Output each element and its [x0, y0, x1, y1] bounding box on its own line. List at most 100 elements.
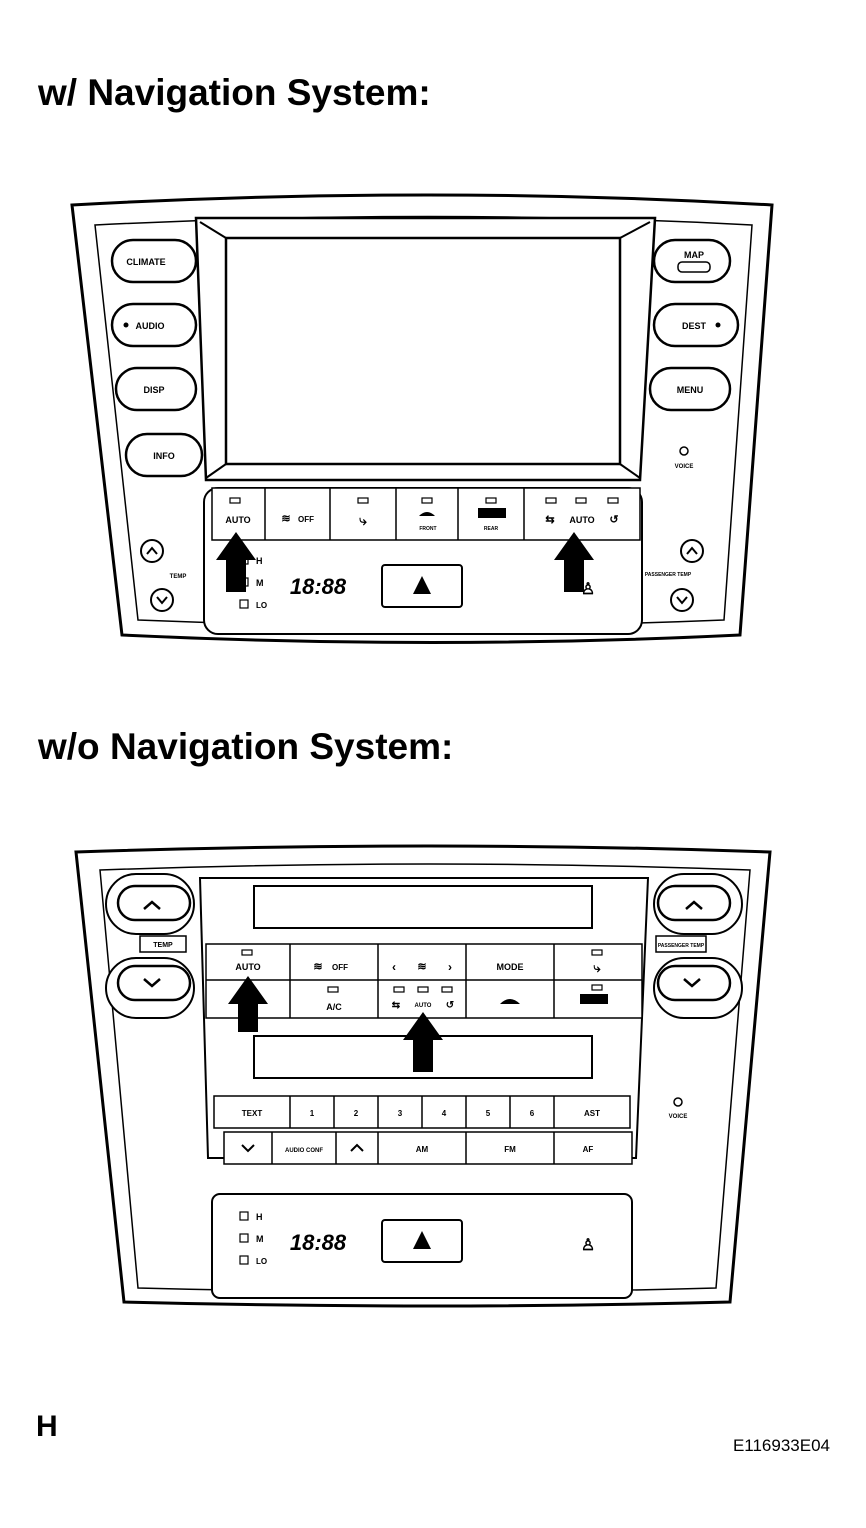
hazard-icon [413, 1231, 431, 1249]
audio-preset-button-5[interactable]: 5 [486, 1109, 491, 1118]
chevron-down-icon [143, 978, 161, 988]
label-temp-right: PASSENGER TEMP [658, 943, 705, 949]
nav-left-button-climate[interactable]: CLIMATE [110, 238, 198, 284]
label-mode: MODE [497, 962, 524, 972]
hazard-icon [413, 576, 431, 594]
fresh-air-icon: ⇆ [545, 514, 554, 526]
fan-icon: ≋ [281, 513, 290, 525]
audio-preset-button-3[interactable]: 3 [398, 1109, 403, 1118]
label-map: MAP [684, 250, 704, 260]
nav-left-button-disp[interactable]: DISP [114, 366, 198, 412]
nonav-temp-left[interactable]: TEMP [105, 873, 195, 1019]
nonav-clock-display: 18:88 [290, 1230, 347, 1255]
nav-left-button-audio[interactable]: AUDIO [110, 302, 198, 348]
label-af: AF [583, 1145, 594, 1154]
fan-icon: ≋ [417, 961, 426, 973]
chevron-up-icon [143, 900, 161, 910]
rear-defrost-icon [478, 508, 506, 518]
nonav-mode-button[interactable]: MODE [497, 962, 524, 972]
nav-recirculation-group[interactable]: ⇆ AUTO ↺ [545, 497, 619, 526]
fan-level-lo: LO [256, 601, 267, 610]
label-temp-left: TEMP [170, 574, 187, 580]
label-voice: VOICE [675, 464, 694, 470]
chevron-down-icon [156, 596, 168, 605]
fan-level-h: H [256, 556, 263, 566]
nonav-hazard-button[interactable] [381, 1219, 463, 1263]
diagram-without-navigation: TEMP PASSENGER TEMP AUTO ≋ OFF ‹ ≋ › MOD… [74, 844, 772, 1308]
audio-preset-button-4[interactable]: 4 [442, 1109, 447, 1118]
nonav-seek-up-button[interactable] [350, 1143, 364, 1152]
label-auto-right: AUTO [569, 515, 594, 525]
nonav-fan-speed-control[interactable]: ‹ ≋ › [392, 960, 452, 974]
front-defrost-icon [500, 999, 520, 1004]
nav-fan-off-button[interactable]: ≋ OFF [281, 513, 314, 525]
label-front: FRONT [419, 526, 436, 532]
label-voice: VOICE [669, 1114, 688, 1120]
label-temp-left: TEMP [153, 942, 173, 949]
label-auto-left: AUTO [225, 515, 250, 525]
audio-preset-button-2[interactable]: 2 [354, 1109, 359, 1118]
arrow-pointer-center [403, 1012, 443, 1072]
nonav-seek-down-button[interactable] [241, 1144, 255, 1153]
nav-voice-button[interactable]: VOICE [675, 446, 694, 470]
chevron-down-icon [241, 1144, 255, 1153]
nonav-intake-group[interactable]: ⇆ AUTO ↺ [392, 986, 454, 1011]
nav-front-defrost-button[interactable]: FRONT [419, 497, 437, 532]
corner-letter: H [36, 1410, 58, 1443]
nav-right-button-map[interactable]: MAP [652, 238, 732, 284]
nav-clock-display: 18:88 [290, 574, 347, 599]
nonav-auto-button[interactable]: AUTO [235, 949, 261, 972]
figure-code: E116933E04 [732, 1436, 830, 1455]
label-menu: MENU [677, 385, 704, 395]
nonav-front-defrost-button[interactable] [500, 999, 520, 1004]
nonav-seatbelt-icon: ♙ [581, 1237, 595, 1254]
seat-airflow-icon: ⤷ [593, 960, 601, 975]
nav-mode-button[interactable]: ⤷ [357, 497, 369, 528]
nonav-seat-airflow-button[interactable]: ⤷ [591, 949, 603, 975]
diagram-with-navigation: CLIMATE AUDIO DISP INFO MAP DEST MENU VO… [70, 193, 774, 644]
nav-hazard-button[interactable] [381, 564, 463, 608]
audio-preset-button-text[interactable]: TEXT [242, 1109, 263, 1118]
label-auto-intake: AUTO [415, 1003, 432, 1009]
nonav-fan-indicators: H M LO [239, 1211, 267, 1266]
nonav-af-button[interactable]: AF [583, 1145, 594, 1154]
label-dest: DEST [682, 321, 707, 331]
label-rear: REAR [484, 526, 499, 532]
chevron-up-icon [685, 900, 703, 910]
nonav-rear-defrost-button[interactable] [580, 984, 608, 1004]
nav-temp-right[interactable]: PASSENGER TEMP [645, 539, 704, 612]
nonav-fan-off-button[interactable]: ≋ OFF [313, 961, 348, 973]
nonav-fm-button[interactable]: FM [504, 1145, 516, 1154]
heading-with-navigation: w/ Navigation System: [38, 72, 431, 113]
label-audio-conf: AUDIO CONF [285, 1148, 323, 1154]
label-disp: DISP [143, 385, 164, 395]
nav-left-button-info[interactable]: INFO [124, 432, 204, 478]
label-audio: AUDIO [136, 321, 165, 331]
chevron-up-icon [146, 546, 158, 555]
label-ac: A/C [326, 1002, 342, 1012]
nav-auto-button-left[interactable]: AUTO [225, 497, 251, 525]
nav-right-button-dest[interactable]: DEST [652, 302, 740, 348]
nonav-audio-conf-button[interactable]: AUDIO CONF [285, 1148, 323, 1154]
chevron-right-icon: › [448, 960, 452, 974]
recirculate-icon: ↺ [609, 514, 618, 526]
nav-right-button-menu[interactable]: MENU [648, 366, 732, 412]
nonav-voice-button[interactable]: VOICE [669, 1097, 688, 1120]
nonav-temp-right[interactable]: PASSENGER TEMP [653, 873, 743, 1019]
audio-preset-button-1[interactable]: 1 [310, 1109, 315, 1118]
chevron-down-icon [676, 596, 688, 605]
nonav-am-button[interactable]: AM [416, 1145, 429, 1154]
rear-defrost-icon [580, 994, 608, 1004]
nonav-ac-button[interactable]: A/C [326, 986, 342, 1012]
nav-temp-left[interactable]: TEMP [140, 539, 187, 612]
audio-preset-button-6[interactable]: 6 [530, 1109, 535, 1118]
label-fan-off: OFF [298, 515, 314, 524]
label-climate: CLIMATE [126, 257, 165, 267]
label-am: AM [416, 1145, 429, 1154]
nav-rear-defrost-button[interactable]: REAR [478, 497, 506, 532]
chevron-left-icon: ‹ [392, 960, 396, 974]
fan-level-h: H [256, 1212, 263, 1222]
chevron-down-icon [683, 978, 701, 988]
fan-level-lo: LO [256, 1257, 267, 1266]
audio-preset-button-ast[interactable]: AST [584, 1109, 600, 1118]
